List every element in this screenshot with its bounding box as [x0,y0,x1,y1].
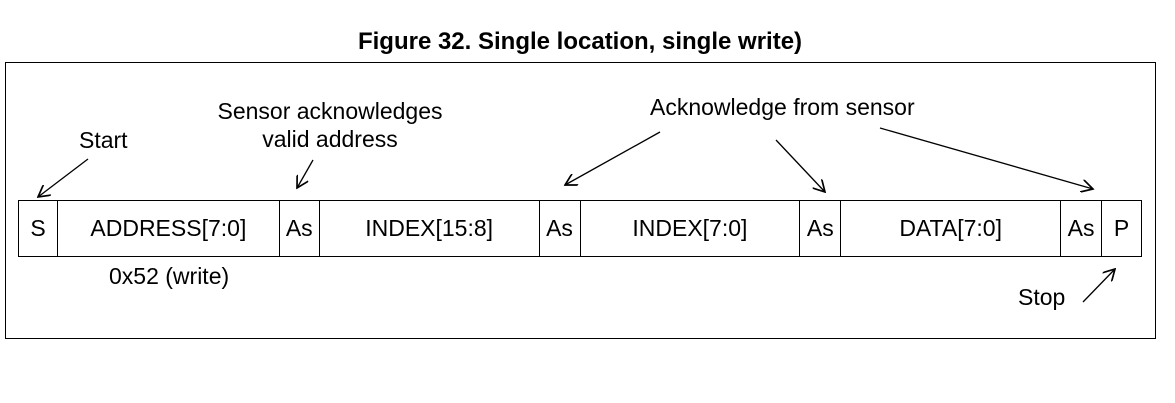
ack-cell-1: As [280,201,320,256]
ack-cell-4: As [1061,201,1103,256]
sensor-ack-label: Sensor acknowledges valid address [190,97,470,153]
figure-title: Figure 32. Single location, single write… [357,28,803,55]
index-low-cell: INDEX[7:0] [581,201,801,256]
stop-arrow [1082,269,1115,303]
ack-cell-3: As [800,201,842,256]
ack-arrow-1 [565,131,661,185]
sensor-ack-label-line1: Sensor acknowledges [217,98,443,124]
sensor-ack-arrow [297,159,314,188]
start-bit-cell: S [19,201,58,256]
data-cell: DATA[7:0] [841,201,1062,256]
stop-label: Stop [1018,284,1066,310]
stop-bit-cell: P [1102,201,1142,256]
index-high-cell: INDEX[15:8] [320,201,540,256]
sensor-ack-label-line2: valid address [262,126,398,152]
ack-arrow-2 [775,139,825,192]
address-note-label: 0x52 (write) [109,263,230,289]
start-label: Start [79,127,128,153]
start-arrow [38,158,89,197]
ack-cell-2: As [540,201,581,256]
diagram-frame [5,62,1156,339]
ack-from-sensor-label: Acknowledge from sensor [650,94,915,120]
protocol-sequence: S ADDRESS[7:0] As INDEX[15:8] As INDEX[7… [18,200,1142,257]
ack-arrow-3 [879,127,1093,189]
address-cell: ADDRESS[7:0] [58,201,280,256]
